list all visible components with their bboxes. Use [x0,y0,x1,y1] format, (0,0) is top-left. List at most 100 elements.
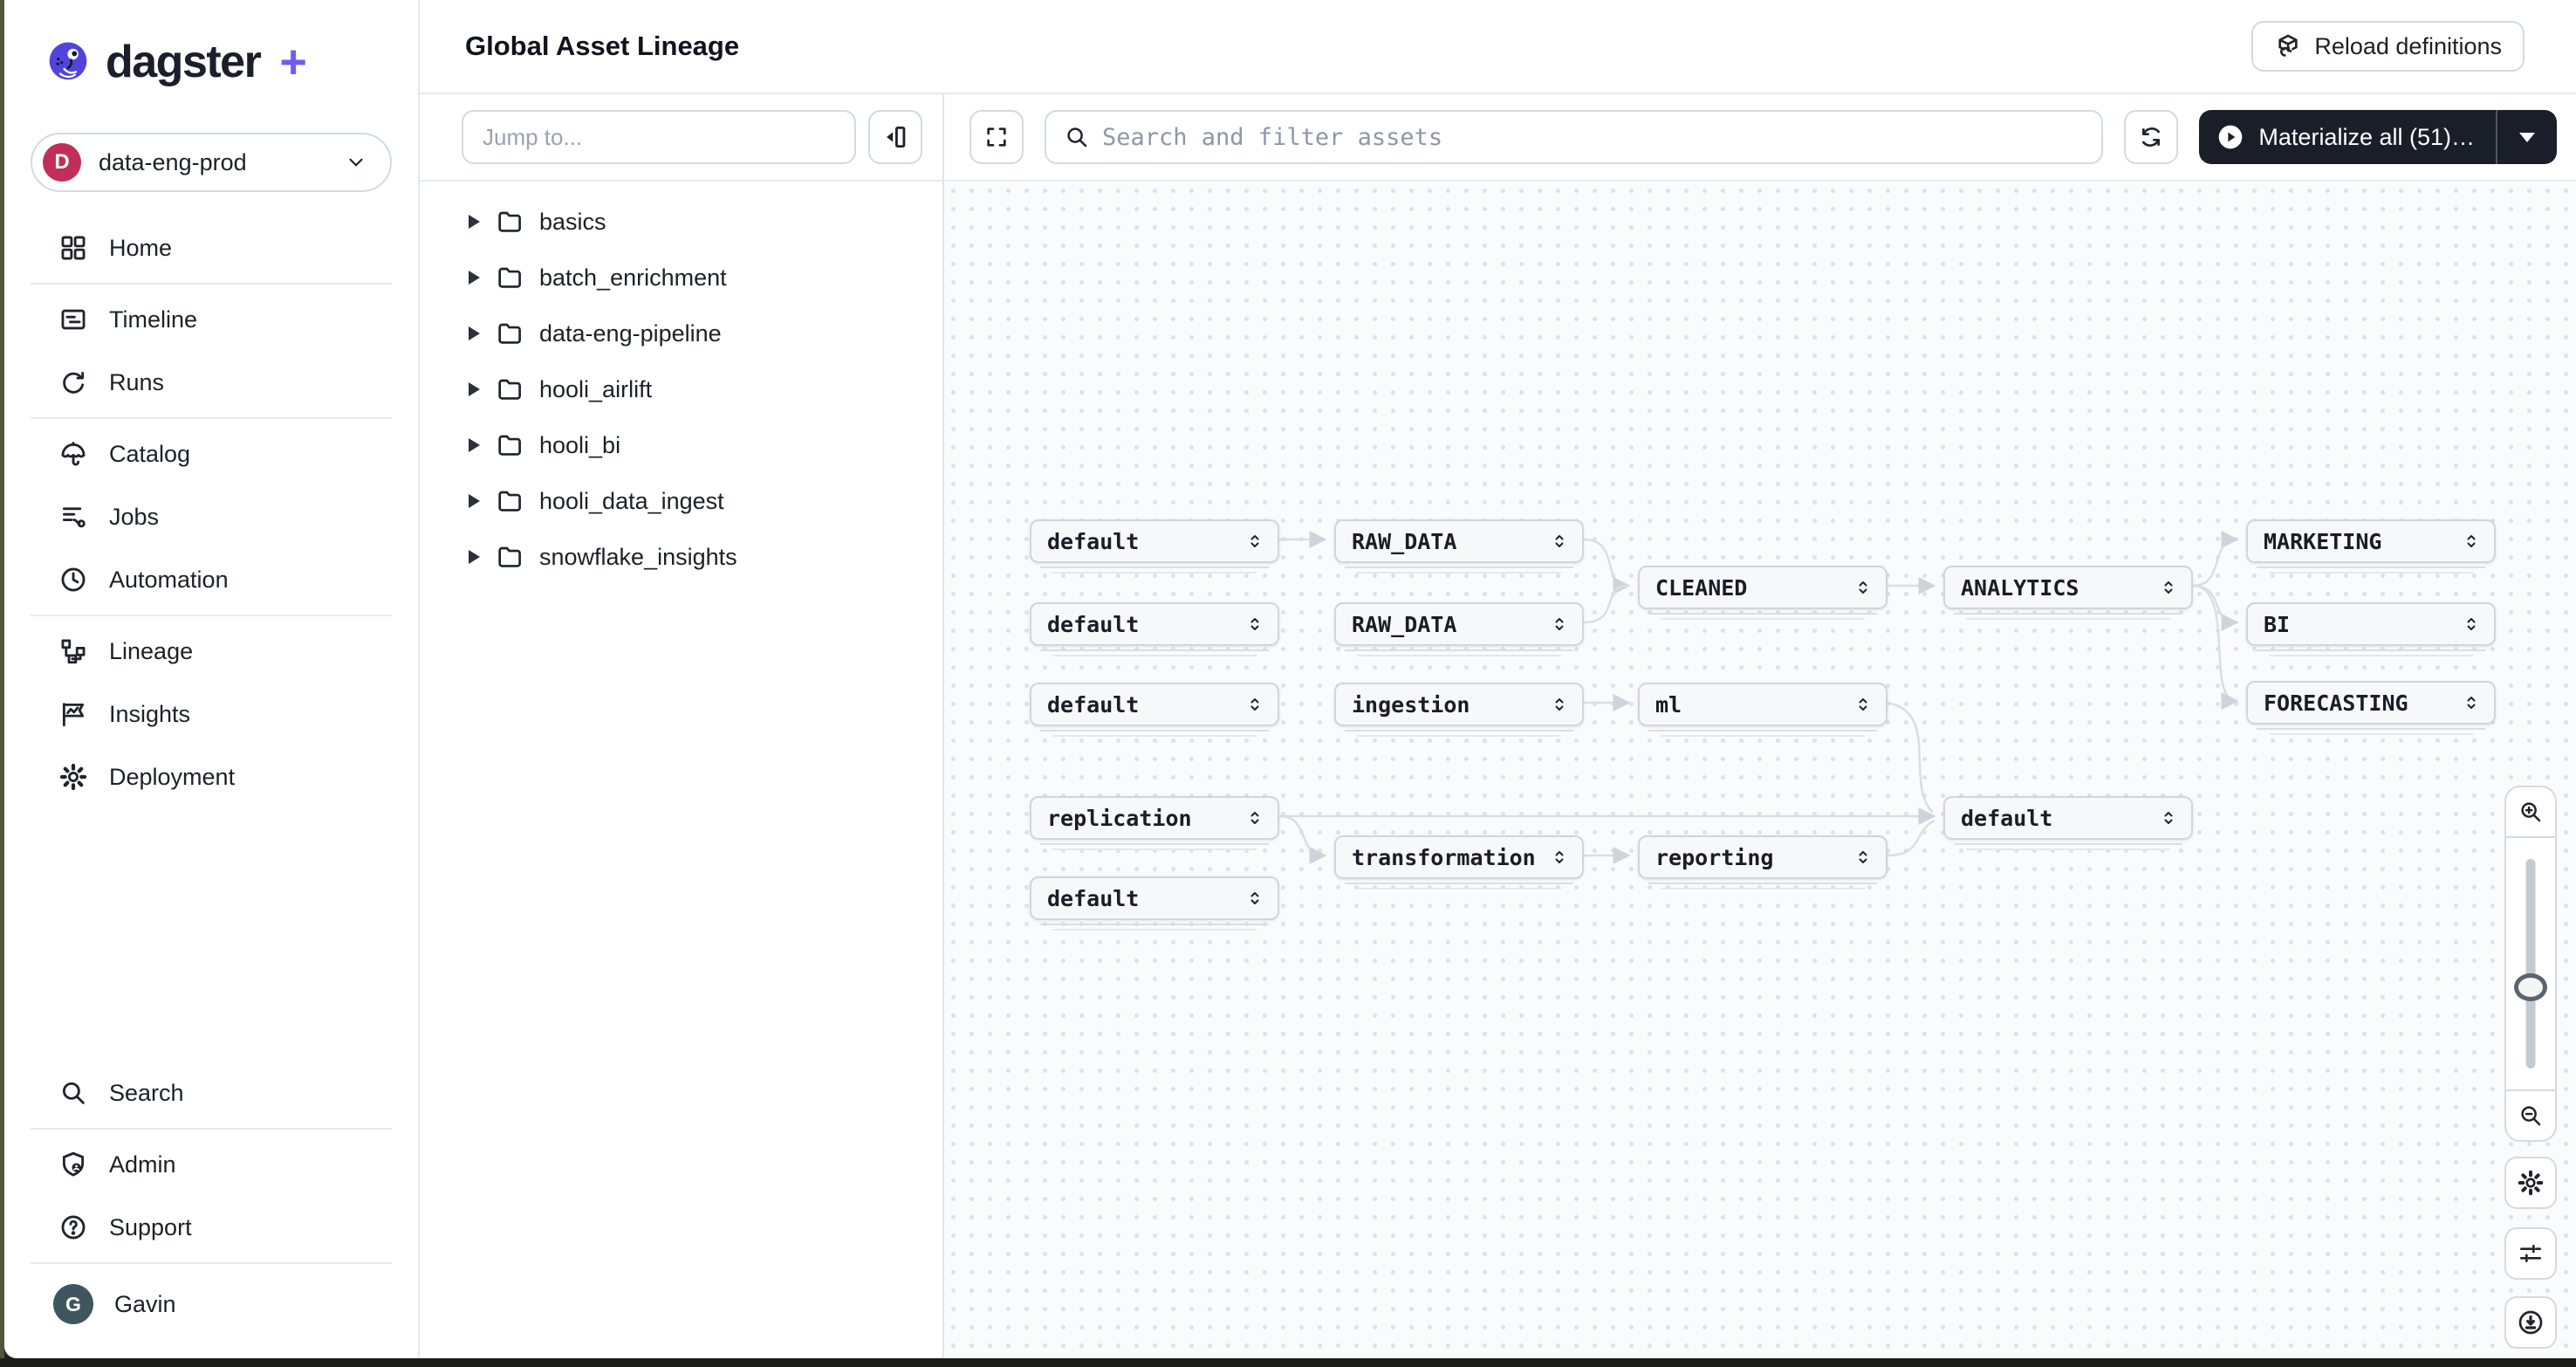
unfold-more-icon[interactable] [1549,614,1570,635]
tree-item-hooli-bi[interactable]: hooli_bi [420,417,942,473]
caret-right-icon[interactable] [469,438,480,452]
graph-node-marketing[interactable]: MARKETING [2246,519,2496,574]
graph-node-reporting[interactable]: reporting [1638,835,1887,890]
tree-item-basics[interactable]: basics [420,194,942,250]
tree-item-snowflake-insights[interactable]: snowflake_insights [420,529,942,585]
reload-definitions-label: Reload definitions [2314,32,2502,59]
unfold-more-icon[interactable] [1244,531,1265,552]
graph-node-forecasting[interactable]: FORECASTING [2246,681,2496,735]
graph-node-raw-data-2[interactable]: RAW_DATA [1334,602,1584,656]
folder-icon [498,546,521,567]
zoom-slider-knob[interactable] [2514,973,2547,1001]
graph-node-raw-data-1[interactable]: RAW_DATA [1334,519,1584,574]
sidebar-item-label: Timeline [109,306,198,333]
tree-item-batch-enrichment[interactable]: batch_enrichment [420,250,942,306]
sidebar-item-automation[interactable]: Automation [4,548,418,611]
zoom-out-button[interactable] [2506,1089,2555,1140]
zoom-slider[interactable] [2506,838,2555,1089]
unfold-more-icon[interactable] [1549,847,1570,868]
graph-node-label: default [1047,611,1140,637]
fullscreen-button[interactable] [969,110,1024,164]
unfold-more-icon[interactable] [1549,694,1570,715]
download-button[interactable] [2504,1296,2557,1349]
caret-right-icon[interactable] [469,550,480,564]
caret-right-icon[interactable] [469,382,480,396]
divider [31,417,392,419]
unfold-more-icon[interactable] [2461,531,2482,552]
divider [2496,110,2497,164]
unfold-more-icon[interactable] [1244,614,1265,635]
graph-node-default-2[interactable]: default [1030,602,1279,656]
unfold-more-icon[interactable] [1244,694,1265,715]
materialize-all-split-button[interactable]: Materialize all (51)… [2199,110,2557,164]
graph-node-label: default [1047,885,1140,911]
jump-to-input[interactable] [462,110,856,164]
tree-item-hooli-airlift[interactable]: hooli_airlift [420,361,942,417]
caret-right-icon[interactable] [469,494,480,508]
sidebar-item-home[interactable]: Home [4,216,418,279]
caret-right-icon[interactable] [469,215,480,229]
zoom-in-button[interactable] [2506,787,2555,838]
catalog-icon [61,442,86,466]
graph-node-transformation[interactable]: transformation [1334,835,1584,890]
unfold-more-icon[interactable] [1549,531,1570,552]
graph-settings-button[interactable] [2504,1157,2557,1209]
unfold-more-icon[interactable] [2461,614,2482,635]
graph-node-default-5[interactable]: default [1030,876,1279,931]
graph-node-cleaned[interactable]: CLEANED [1638,566,1887,620]
caret-right-icon[interactable] [469,271,480,285]
tree-item-hooli-data-ingest[interactable]: hooli_data_ingest [420,473,942,529]
timeline-icon [61,309,86,330]
unfold-more-icon[interactable] [1244,888,1265,909]
zoom-slider-track[interactable] [2525,859,2536,1068]
unfold-more-icon[interactable] [2461,692,2482,713]
unfold-more-icon[interactable] [1244,807,1265,828]
org-switcher[interactable]: D data-eng-prod [31,133,392,192]
brand-wordmark: dagster [106,37,262,87]
sidebar-item-jobs[interactable]: Jobs [4,485,418,548]
graph-node-default-3[interactable]: default [1030,683,1279,737]
refresh-button[interactable] [2124,110,2179,164]
unfold-more-icon[interactable] [1853,847,1874,868]
graph-node-label: ml [1655,691,1682,718]
graph-node-analytics[interactable]: ANALYTICS [1943,566,2193,620]
tree-item-data-eng-pipeline[interactable]: data-eng-pipeline [420,306,942,361]
sidebar-item-label: Insights [109,700,191,727]
sidebar-item-support[interactable]: Support [4,1196,418,1259]
logo[interactable]: dagster + [4,0,418,89]
sidebar-item-timeline[interactable]: Timeline [4,288,418,351]
graph-node-label: RAW_DATA [1352,528,1457,554]
materialize-dropdown-button[interactable] [2497,132,2557,142]
unfold-more-icon[interactable] [1853,577,1874,598]
graph-node-ml[interactable]: ml [1638,683,1887,737]
sidebar-item-runs[interactable]: Runs [4,351,418,414]
unfold-more-icon[interactable] [1853,694,1874,715]
reload-definitions-button[interactable]: Reload definitions [2251,21,2525,72]
sidebar-item-deployment[interactable]: Deployment [4,745,418,808]
unfold-more-icon[interactable] [2158,807,2179,828]
graph-node-default-1[interactable]: default [1030,519,1279,574]
sidebar-item-search[interactable]: Search [4,1061,418,1124]
graph-filter-button[interactable] [2504,1227,2557,1280]
jobs-icon [62,507,86,528]
sidebar-item-insights[interactable]: Insights [4,683,418,745]
graph-node-label: MARKETING [2264,528,2382,554]
sidebar-item-catalog[interactable]: Catalog [4,422,418,485]
org-name: data-eng-prod [99,148,247,175]
graph-node-replication[interactable]: replication [1030,796,1279,850]
graph-node-bi[interactable]: BI [2246,602,2496,656]
graph-node-label: replication [1047,805,1192,831]
unfold-more-icon[interactable] [2158,577,2179,598]
lineage-canvas[interactable]: default RAW_DATA default RAW_DATA [944,182,2576,1358]
sidebar-item-admin[interactable]: Admin [4,1133,418,1196]
graph-node-ingestion[interactable]: ingestion [1334,683,1584,737]
graph-node-default-4[interactable]: default [1943,796,2193,850]
collapse-panel-button[interactable] [868,110,922,164]
sidebar-item-lineage[interactable]: Lineage [4,620,418,683]
panels: basics batch_enrichment data-eng-pipelin… [420,94,2576,1358]
brand-plus: + [279,36,307,88]
asset-search-box[interactable] [1045,110,2104,164]
asset-search-input[interactable] [1102,123,2085,151]
caret-right-icon[interactable] [469,326,480,340]
user-menu[interactable]: G Gavin [4,1267,418,1341]
